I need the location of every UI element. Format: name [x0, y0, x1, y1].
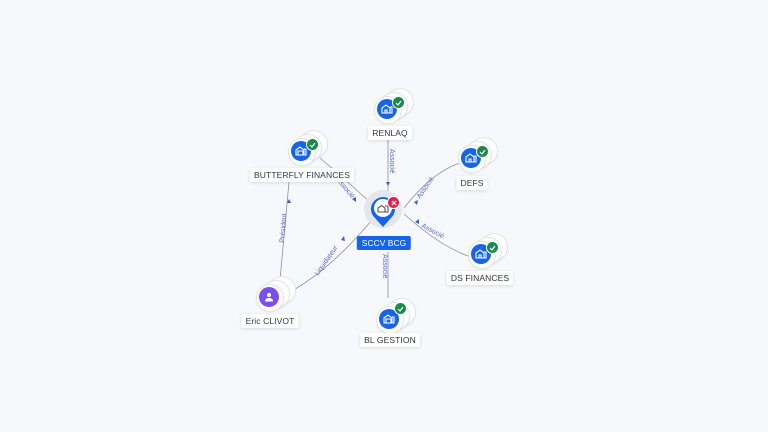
edge-arrow-renlaq	[386, 182, 390, 186]
check-icon	[476, 145, 489, 158]
check-icon	[394, 302, 407, 315]
edge-label-eric-center: Liquidateur	[314, 244, 340, 277]
node-label: BUTTERFLY FINANCES	[250, 168, 354, 182]
check-icon	[486, 241, 499, 254]
edge-label-blgestion: Associé	[381, 254, 388, 279]
check-icon	[306, 138, 319, 151]
edge-arrow-dsfinances	[415, 219, 419, 224]
edge-label-eric-butterfly: Président	[279, 213, 289, 243]
edge-label-renlaq: Associé	[388, 149, 395, 174]
node-label: RENLAQ	[368, 126, 412, 140]
building-icon	[379, 309, 399, 329]
edge-label-dsfinances: Associé	[420, 223, 445, 241]
edge-arrow-defs	[414, 200, 418, 205]
edge-arrow-eric-butterfly	[287, 199, 291, 203]
edge-arrow-butterfly	[352, 197, 356, 202]
center-label: SCCV BCG	[356, 236, 412, 250]
edge-dsfinances	[403, 213, 469, 257]
node-label: BL GESTION	[360, 333, 420, 347]
node-label: DEFS	[456, 176, 488, 190]
close-icon	[387, 196, 400, 209]
person-icon	[259, 287, 279, 307]
node-label: DS FINANCES	[446, 271, 514, 285]
check-icon	[392, 96, 405, 109]
edge-arrow-eric-center	[341, 236, 345, 241]
node-label: Eric CLIVOT	[241, 314, 299, 328]
edge-eric-center	[289, 219, 373, 293]
edge-eric-butterfly	[279, 181, 290, 281]
edge-defs	[403, 162, 461, 209]
edge-label-defs: Associé	[416, 176, 436, 200]
